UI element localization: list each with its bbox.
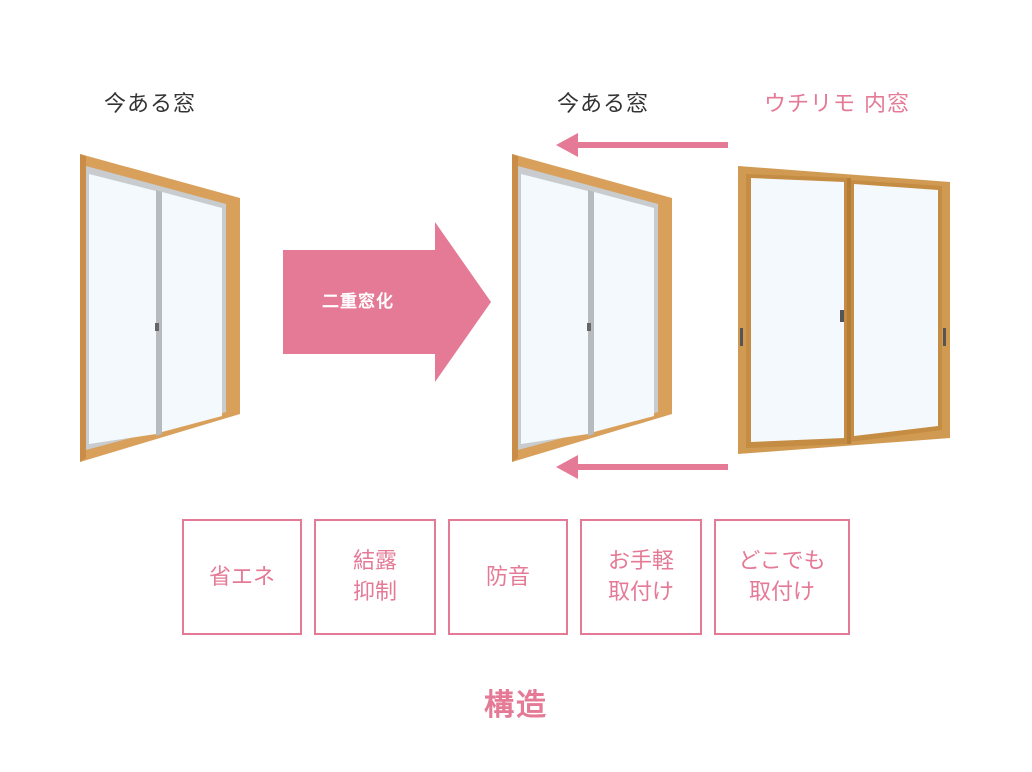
feature-energy-saving: 省エネ	[182, 519, 302, 635]
transform-arrow-label: 二重窓化	[322, 292, 394, 312]
inner-window-label: ウチリモ 内窓	[764, 92, 910, 117]
insert-arrow-bottom	[556, 455, 728, 479]
existing-window-label-left: 今ある窓	[104, 92, 197, 117]
existing-window-label-right: 今ある窓	[557, 92, 650, 117]
structure-title: 構造	[484, 688, 548, 723]
inner-window-image	[738, 166, 950, 454]
insert-arrow-top	[556, 133, 728, 157]
feature-condensation-control: 結露 抑制	[314, 519, 436, 635]
feature-install-anywhere: どこでも 取付け	[714, 519, 850, 635]
existing-window-image-right	[512, 154, 672, 462]
existing-window-image-left	[80, 154, 240, 462]
transform-arrow	[283, 222, 491, 382]
feature-easy-install: お手軽 取付け	[580, 519, 702, 635]
feature-soundproof: 防音	[448, 519, 568, 635]
